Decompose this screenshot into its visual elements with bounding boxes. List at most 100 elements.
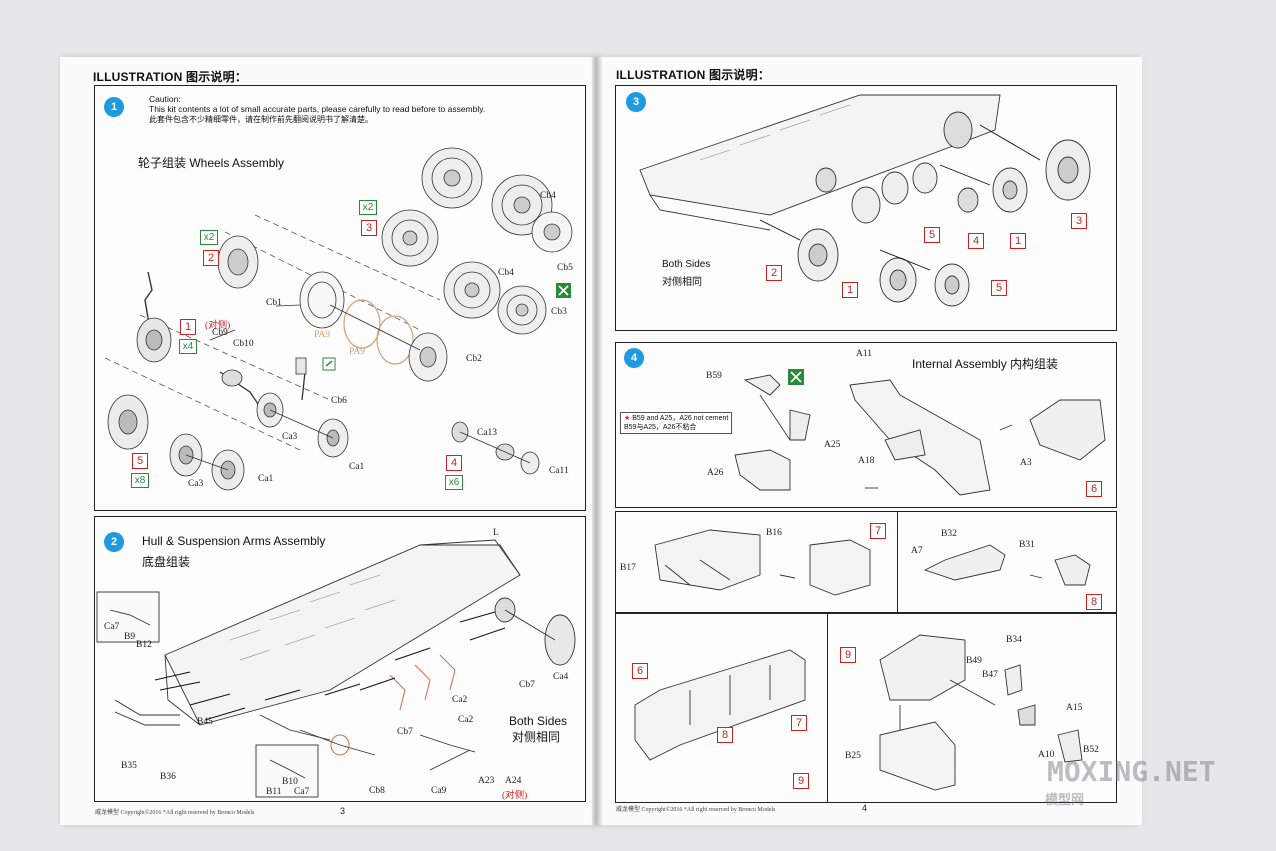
both-sides-label-cn: 对侧相同 bbox=[662, 277, 702, 288]
opposite-note: (对侧) bbox=[502, 791, 528, 801]
qty-x2-badge: x2 bbox=[359, 200, 377, 215]
wheels-assembly-title: 轮子组装 Wheels Assembly bbox=[138, 156, 285, 170]
part-label: L bbox=[493, 528, 499, 538]
ref-badge: 6 bbox=[632, 663, 648, 679]
part-label: B25 bbox=[845, 751, 861, 761]
right-page-number: 4 bbox=[862, 803, 868, 813]
part-label: Cb4 bbox=[498, 268, 514, 278]
ref-badge: 5 bbox=[924, 227, 940, 243]
part-label: Cb4 bbox=[540, 191, 556, 201]
part-label: Ca13 bbox=[477, 428, 498, 438]
ref-4-badge: 4 bbox=[446, 455, 462, 471]
part-label: B36 bbox=[160, 772, 176, 782]
internal-assembly-title: Internal Assembly 内构组装 bbox=[912, 357, 1059, 371]
step2-number: 2 bbox=[104, 532, 124, 552]
ref-2-badge: 2 bbox=[203, 250, 219, 266]
part-label: B59 bbox=[706, 371, 722, 381]
qty-x4-badge: x4 bbox=[179, 339, 197, 354]
part-label: B31 bbox=[1019, 540, 1035, 550]
part-label: A15 bbox=[1066, 703, 1083, 713]
ref-3-badge: 3 bbox=[361, 220, 377, 236]
part-label: B47 bbox=[982, 670, 998, 680]
part-label: B11 bbox=[266, 787, 282, 797]
part-label: Cb10 bbox=[233, 339, 254, 349]
step9b-panel bbox=[827, 613, 1117, 803]
ref-badge: 9 bbox=[793, 773, 809, 789]
cement-note-cn: B59与A25，A26不粘合 bbox=[624, 424, 697, 431]
opposite-note: (对侧) bbox=[205, 321, 231, 331]
ref-1-badge: 1 bbox=[180, 319, 196, 335]
part-label: A25 bbox=[824, 440, 841, 450]
part-label: Ca11 bbox=[549, 466, 569, 476]
watermark-logo: MOXING.NET bbox=[1047, 755, 1216, 788]
left-page-number: 3 bbox=[340, 806, 346, 816]
ref-badge: 8 bbox=[717, 727, 733, 743]
part-label: B16 bbox=[766, 528, 782, 538]
part-label: Cb5 bbox=[557, 263, 573, 273]
part-label: B10 bbox=[282, 777, 298, 787]
part-label: Cb3 bbox=[551, 307, 567, 317]
hull-assembly-title-cn: 底盘组装 bbox=[142, 555, 191, 569]
step3-number: 3 bbox=[626, 92, 646, 112]
qty-x2-badge: x2 bbox=[200, 230, 218, 245]
part-label: Ca3 bbox=[282, 432, 298, 442]
part-label: Ca9 bbox=[431, 786, 447, 796]
part-label: A26 bbox=[707, 468, 724, 478]
book-spine bbox=[592, 57, 602, 825]
qty-x6-badge: x6 bbox=[445, 475, 463, 490]
part-label: Ca1 bbox=[258, 474, 274, 484]
part-label: B35 bbox=[121, 761, 137, 771]
part-label: Cb9 bbox=[212, 328, 228, 338]
part-label: Cb6 bbox=[331, 396, 347, 406]
part-label: B9 bbox=[124, 632, 136, 642]
ref-badge: 4 bbox=[968, 233, 984, 249]
caution-title: Caution: bbox=[149, 94, 181, 104]
part-label: Cb1 bbox=[266, 298, 282, 308]
part-label: Ca1 bbox=[349, 462, 365, 472]
ref-badge: 8 bbox=[1086, 594, 1102, 610]
ref-badge: 1 bbox=[842, 282, 858, 298]
part-label: A10 bbox=[1038, 750, 1055, 760]
both-sides-label: Both Sides bbox=[662, 259, 711, 270]
step4-number: 4 bbox=[624, 348, 644, 368]
ref-badge: 6 bbox=[1086, 481, 1102, 497]
part-label: A11 bbox=[856, 349, 873, 359]
ref-badge: 2 bbox=[766, 265, 782, 281]
part-label: A3 bbox=[1020, 458, 1032, 468]
left-heading: ILLUSTRATION 图示说明： bbox=[93, 70, 248, 84]
part-label: B17 bbox=[620, 563, 636, 573]
part-label: B12 bbox=[136, 640, 152, 650]
part-label: A18 bbox=[858, 456, 875, 466]
part-label: Ca4 bbox=[553, 672, 569, 682]
both-sides-label-cn: 对侧相同 bbox=[512, 730, 561, 744]
ref-badge: 7 bbox=[791, 715, 807, 731]
part-label: A23 bbox=[478, 776, 495, 786]
both-sides-label: Both Sides bbox=[509, 714, 568, 728]
part-label: Ca2 bbox=[452, 695, 468, 705]
part-label: B45 bbox=[197, 717, 213, 727]
caution-cn: 此套件包含不少精细零件，请在制作前先翻阅说明书了解清楚。 bbox=[149, 115, 373, 124]
part-label: B32 bbox=[941, 529, 957, 539]
part-label: B52 bbox=[1083, 745, 1099, 755]
watermark-sub: 模型网 bbox=[1045, 793, 1085, 808]
caution-en: This kit contents a lot of small accurat… bbox=[149, 104, 486, 114]
part-label: PA9 bbox=[349, 347, 366, 357]
part-label: Ca7 bbox=[294, 787, 310, 797]
part-label: Cb7 bbox=[519, 680, 535, 690]
cement-note-en: B59 and A25，A26 not cement bbox=[632, 415, 729, 422]
right-footer: 威龙模型 Copyright©2016 *All right reserved … bbox=[616, 807, 776, 813]
part-label: A7 bbox=[911, 546, 923, 556]
right-heading: ILLUSTRATION 图示说明： bbox=[616, 68, 771, 82]
step1-number: 1 bbox=[104, 97, 124, 117]
part-label: Cb2 bbox=[466, 354, 482, 364]
part-label: Ca7 bbox=[104, 622, 120, 632]
part-label: Ca3 bbox=[188, 479, 204, 489]
hull-assembly-title: Hull & Suspension Arms Assembly bbox=[142, 534, 326, 548]
ref-badge: 5 bbox=[991, 280, 1007, 296]
part-label: B49 bbox=[966, 656, 982, 666]
